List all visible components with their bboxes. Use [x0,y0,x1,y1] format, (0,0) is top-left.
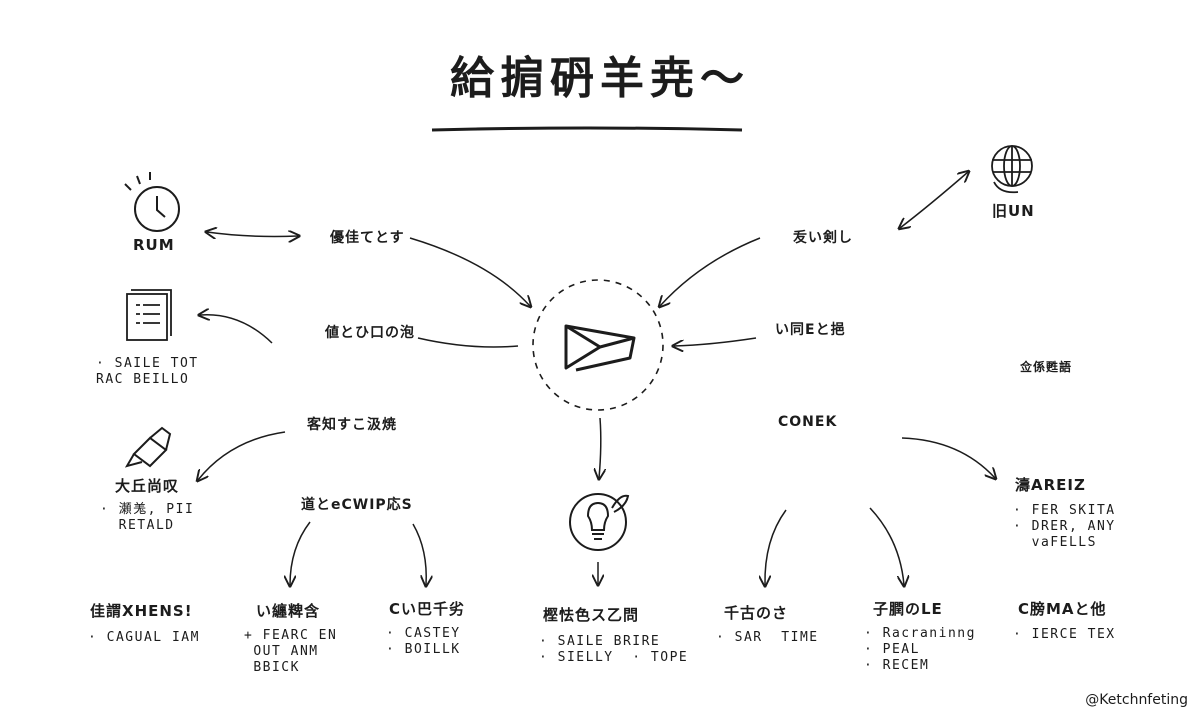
bottom-head-3: Cい巴千劣 [389,600,466,618]
bottom-lines-5: · SAR TIME [716,630,819,645]
lightbulb-icon [569,493,630,551]
label-l4: 道とeCWIP応S [301,497,413,513]
bottom-head-2: い纏粺含 [256,602,321,620]
document-icon [126,289,172,341]
bottom-head-5: 千古のさ [724,604,789,622]
bottom-head-4: 樫怯色ス乙問 [543,606,640,624]
globe-icon [991,145,1033,194]
globe-label: 旧UN [992,202,1035,220]
bottom-lines-2: + FEARC EN OUT ANM BBICK [244,628,338,675]
credit-text: @Ketchnfeting [1085,692,1188,708]
bottom-lines-4: · SAILE BRIRE · SIELLY · TOPE [539,634,689,665]
clock-icon [124,172,180,232]
doc-bullets: · SAILE TOT RAC BEILLO [96,356,199,387]
label-l2: 値とひ口の泡 [325,325,415,341]
bottom-lines-3: · CASTEY · BOILLK [386,626,461,657]
pen-icon [124,426,172,468]
rum-label: RUM [133,236,175,254]
center-circle [532,279,664,411]
label-r4: 濤AREIZ [1015,476,1086,494]
bottom-head-7: C膀MAと他 [1018,600,1107,618]
label-l1: 優佳てとす [330,230,405,246]
label-l3: 客知すこ汲焼 [307,417,397,433]
label-r1: 叐い剣し [793,230,853,246]
pen-bullets: · 瀬羗, PII RETALD [100,502,195,533]
bottom-lines-7: · IERCE TEX [1013,627,1116,642]
page-title: 給掮砃羊尭～ [450,53,750,104]
pen-label: 大丘尚叹 [115,477,180,495]
bottom-lines-6: · Racraninng · PEAL · RECEM [864,626,976,673]
label-r3: CONEK [778,414,838,430]
title-underline [431,126,743,132]
areiz-bullets: · FER SKITA · DRER, ANY vaFELLS [1013,503,1116,550]
right-note-label: 佥係甦語 [1020,360,1073,374]
bottom-head-1: 佳謂XHENS! [90,602,193,620]
bowtie-logo-icon [564,324,636,372]
label-r2: い同Eと挹 [775,322,846,338]
bottom-lines-1: · CAGUAL IAM [88,630,200,645]
connector-arrows [198,172,995,585]
bottom-head-6: 子膶のLE [873,600,943,618]
